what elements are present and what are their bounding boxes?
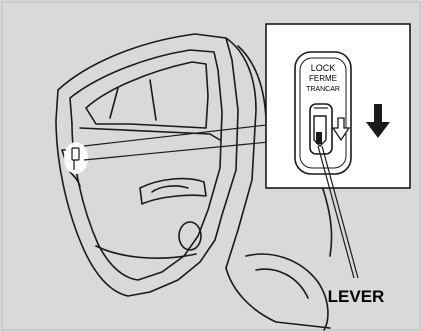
lever-shadow — [316, 132, 322, 144]
lock-text-line1: LOCK — [311, 63, 336, 73]
lever-highlight — [64, 142, 88, 174]
lock-text-line3: TRANCAR — [306, 86, 340, 93]
lock-text-line2: FERME — [309, 74, 337, 83]
inset-box: LOCK FERME TRANCAR — [266, 24, 410, 188]
lever-label: LEVER — [328, 287, 385, 306]
